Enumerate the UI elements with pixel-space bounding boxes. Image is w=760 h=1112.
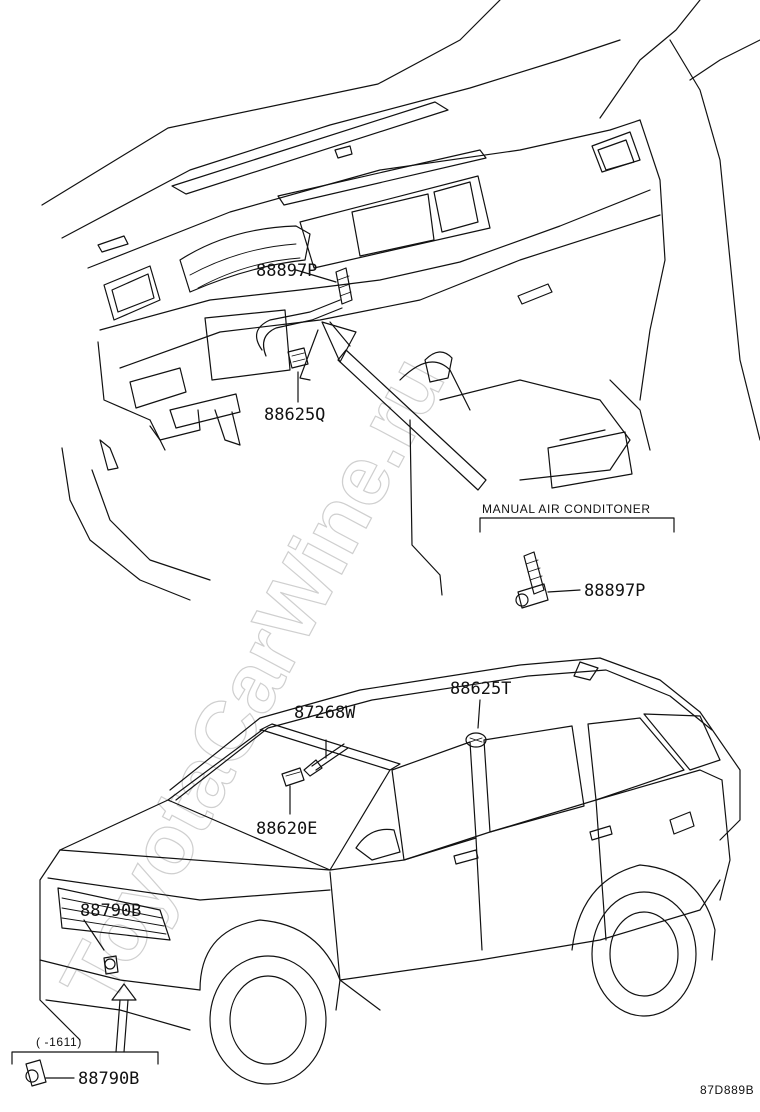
label-88620E: 88620E	[256, 819, 317, 839]
label-88625Q: 88625Q	[264, 405, 325, 425]
manual-ac-detail	[479, 517, 675, 609]
label-date-range: ( -1611)	[36, 1035, 82, 1049]
variant-bracket	[11, 1051, 159, 1087]
dashboard-illustration	[41, 0, 760, 601]
label-88625T: 88625T	[450, 679, 511, 699]
label-88897P-ac: 88897P	[584, 581, 645, 601]
diagram-code: 87D889B	[700, 1083, 754, 1097]
label-88897P-dash: 88897P	[256, 261, 317, 281]
label-87268W: 87268W	[294, 703, 356, 723]
label-88790B-variant: 88790B	[78, 1069, 139, 1089]
label-88790B: 88790B	[80, 901, 141, 921]
label-manual-ac-header: MANUAL AIR CONDITONER	[482, 502, 651, 516]
vehicle-illustration	[39, 657, 741, 1085]
